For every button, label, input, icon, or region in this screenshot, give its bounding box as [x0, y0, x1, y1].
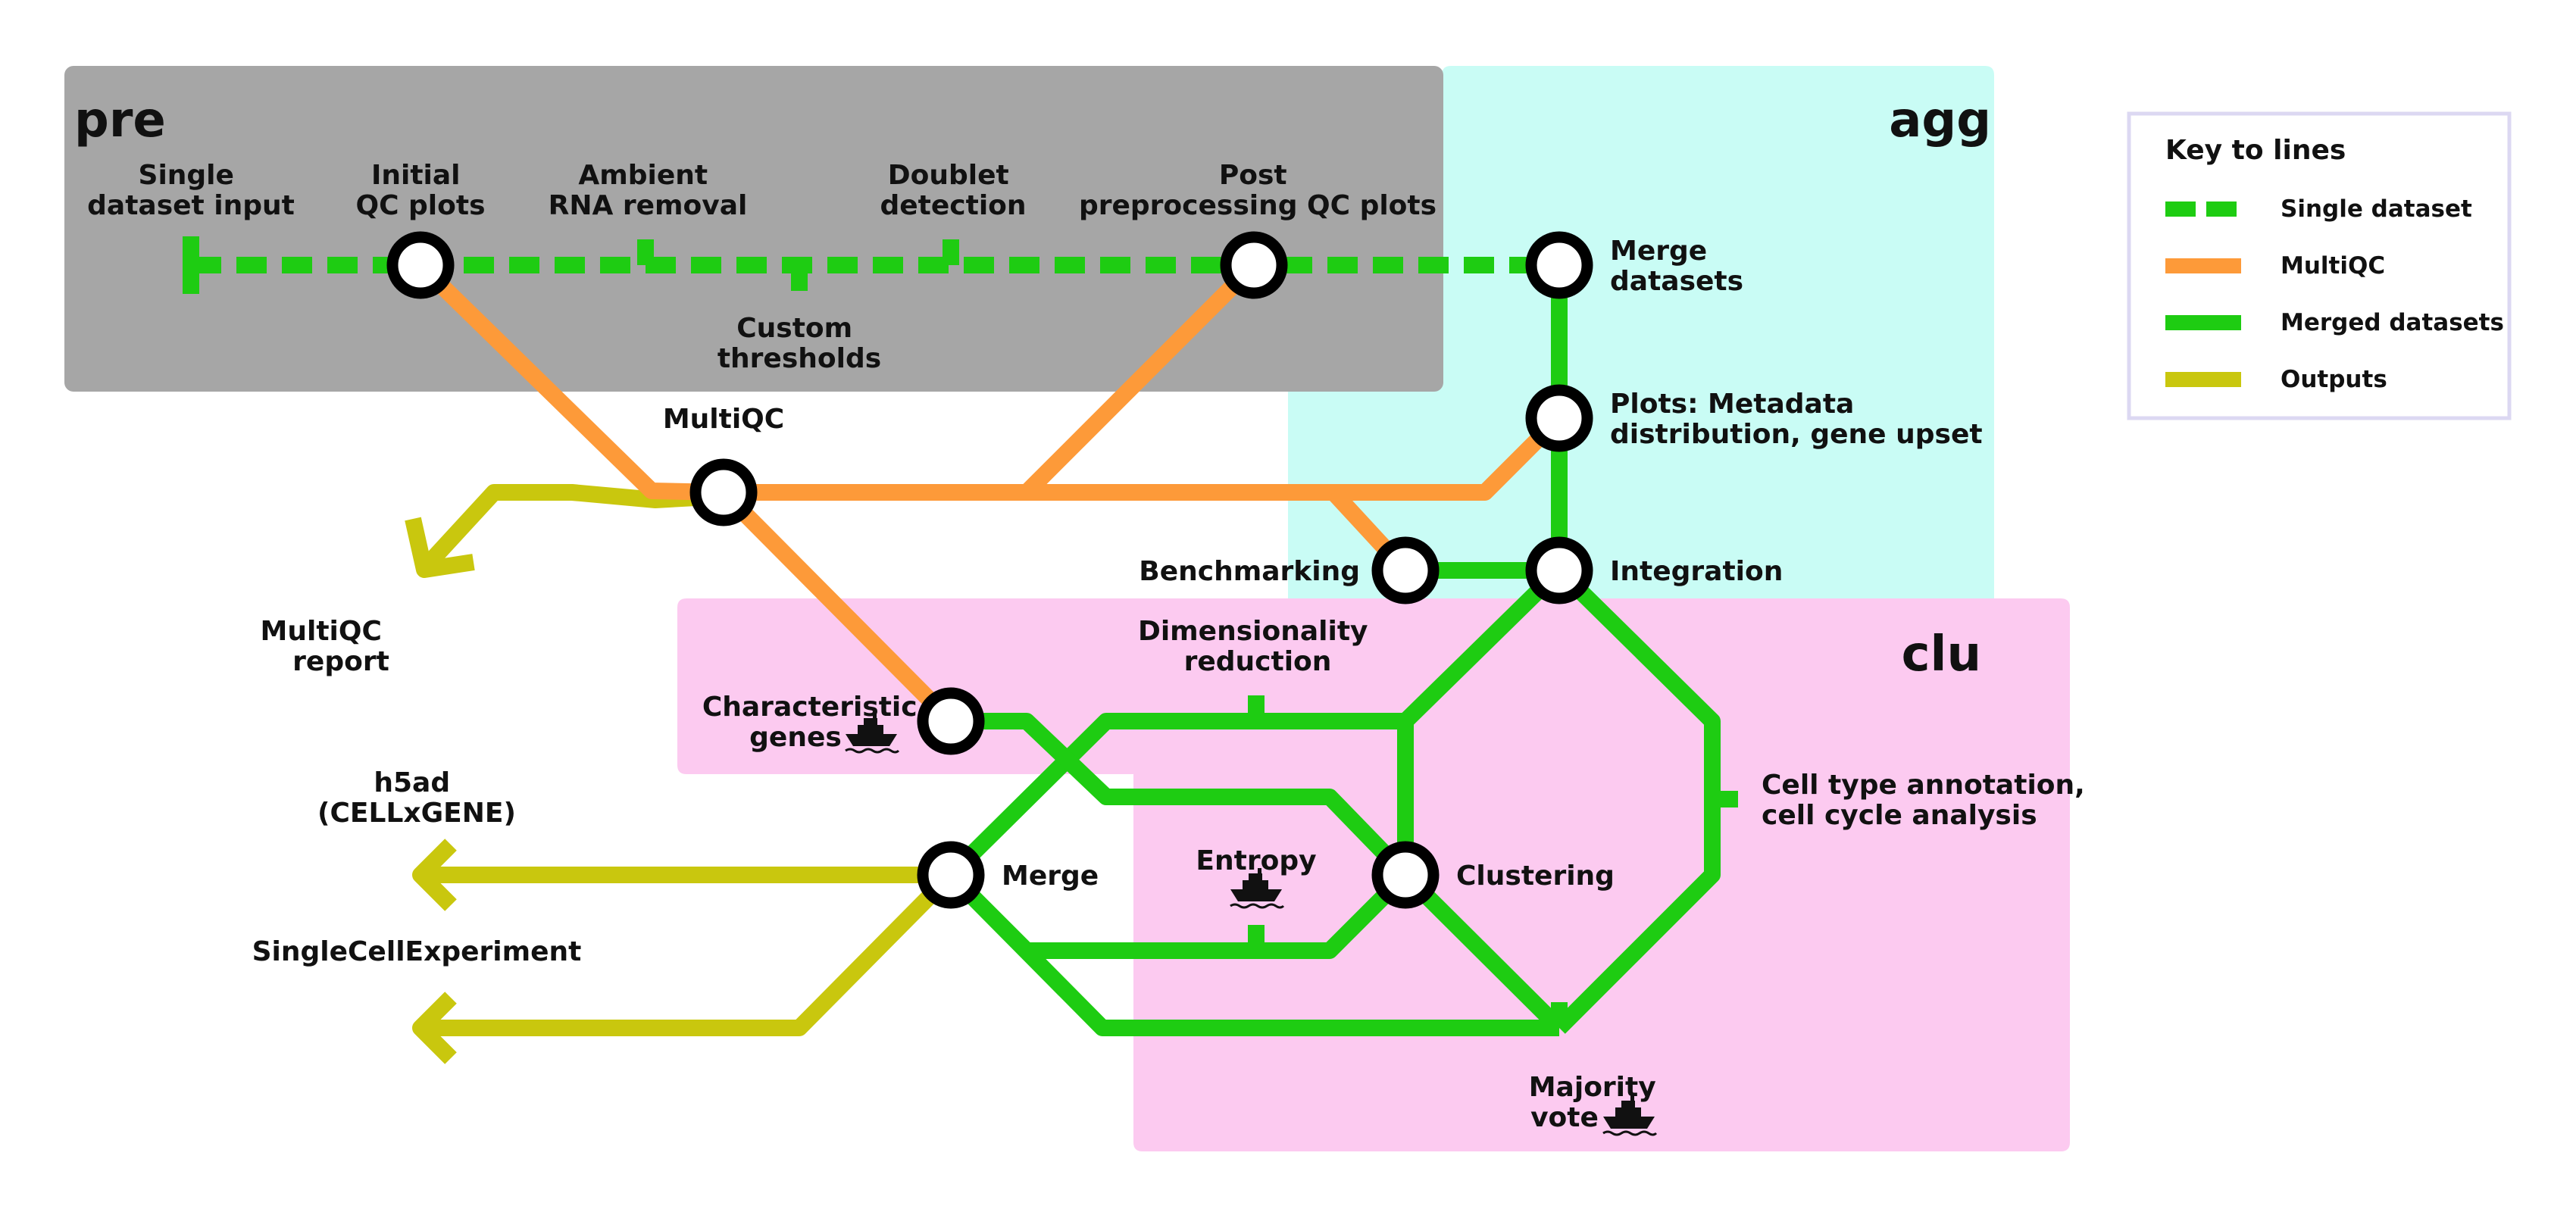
station-multiqc[interactable]	[689, 458, 758, 526]
multiqc-line-chargenes	[717, 486, 957, 727]
label-entropy: Entropy	[1196, 845, 1316, 876]
output-line-sce	[420, 869, 957, 1036]
merged-line-merge-top	[945, 713, 1405, 881]
station-clustering[interactable]	[1371, 841, 1440, 909]
label-clustering: Clustering	[1456, 861, 1615, 892]
label-dim-red: Dimensionality reduction	[1138, 616, 1377, 677]
key-title: Key to lines	[2165, 135, 2346, 166]
label-characteristic-genes: Characteristic genes	[702, 692, 927, 753]
station-characteristic-genes[interactable]	[917, 687, 985, 755]
arrow-head-multiqc-report	[405, 517, 475, 578]
label-single-input: Single dataset input	[87, 160, 295, 221]
station-benchmarking[interactable]	[1371, 536, 1440, 604]
output-lines	[405, 484, 957, 1064]
label-cell-type: Cell type annotation, cell cycle analysi…	[1762, 770, 2094, 831]
label-custom: Custom thresholds	[717, 313, 881, 374]
stations	[386, 231, 1593, 909]
region-clu-label: clu	[1902, 626, 1981, 683]
multiqc-line-main	[724, 412, 1565, 501]
merged-line-clu-majority	[1399, 869, 1565, 1034]
key-to-lines: Key to lines Single dataset MultiQC Merg…	[2127, 111, 2512, 420]
merged-lines	[945, 265, 1738, 1036]
label-integration: Integration	[1610, 556, 1783, 587]
label-doublet: Doublet detection	[880, 160, 1026, 221]
label-multiqc-report: MultiQC report	[261, 616, 392, 677]
station-labels: Single dataset input Initial QC plots Am…	[87, 160, 2094, 1133]
key-label-multiqc: MultiQC	[2281, 252, 2385, 280]
station-merge[interactable]	[917, 841, 985, 909]
label-h5ad: h5ad (CELLxGENE)	[317, 767, 516, 829]
region-pre	[64, 66, 1443, 392]
output-labels: MultiQC report h5ad (CELLxGENE) SingleCe…	[252, 616, 582, 967]
key-label-single-dataset: Single dataset	[2281, 195, 2472, 223]
arrow-head-sce	[412, 992, 457, 1064]
label-initial-qc: Initial QC plots	[355, 160, 485, 221]
label-benchmarking: Benchmarking	[1139, 556, 1360, 587]
arrow-head-h5ad	[412, 839, 457, 911]
station-integration[interactable]	[1525, 536, 1593, 604]
region-agg	[1288, 66, 1994, 598]
station-post-qc[interactable]	[1220, 231, 1288, 299]
station-merge-datasets[interactable]	[1525, 231, 1593, 299]
label-majority: Majority vote	[1529, 1072, 1666, 1133]
station-initial-qc[interactable]	[386, 231, 455, 299]
merged-line-merge-majority	[945, 869, 1559, 1036]
label-plots-metadata: Plots: Metadata distribution, gene upset	[1610, 389, 1983, 450]
label-merge: Merge	[1002, 861, 1099, 892]
label-ambient: Ambient RNA removal	[549, 160, 748, 221]
label-post-qc: Post preprocessing QC plots	[1079, 160, 1436, 221]
station-plots-metadata[interactable]	[1525, 384, 1593, 452]
label-multiqc: MultiQC	[663, 404, 784, 435]
key-label-outputs: Outputs	[2281, 366, 2387, 393]
region-agg-label: agg	[1889, 92, 1991, 148]
label-merge-datasets: Merge datasets	[1610, 236, 1743, 297]
merged-line-chargenes	[951, 713, 1411, 881]
label-sce: SingleCellExperiment	[252, 936, 582, 967]
region-pre-label: pre	[74, 92, 166, 148]
key-label-merged-datasets: Merged datasets	[2281, 309, 2504, 336]
multiqc-line-post	[1021, 259, 1260, 498]
